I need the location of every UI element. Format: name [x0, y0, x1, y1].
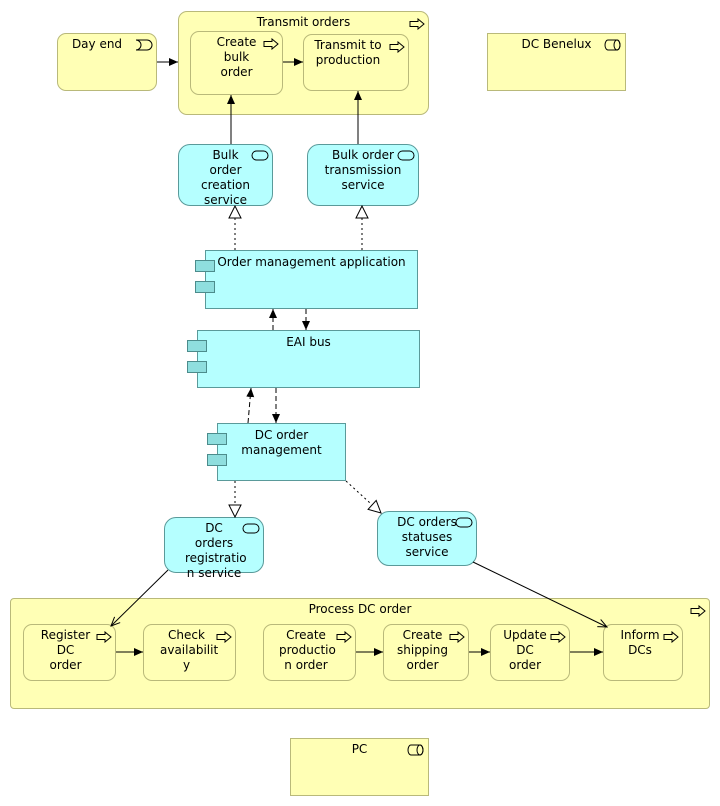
inform-dcs-process[interactable]: Inform DCs	[603, 624, 683, 681]
service-pill-icon	[242, 523, 260, 534]
process-arrow-icon	[216, 631, 232, 643]
bulk-order-transmission-service-label: Bulk order transmission service	[324, 148, 402, 192]
dc-orders-registration-service[interactable]: DC orders registratio n service	[164, 517, 264, 580]
day-end-label: Day end	[71, 37, 123, 51]
create-bulk-order-label: Create bulk order	[216, 35, 257, 79]
order-management-application-component[interactable]: Order management application	[205, 250, 418, 309]
role-cylinder-icon	[407, 744, 424, 756]
dc-order-management-label: DC order management	[241, 428, 322, 457]
transmit-orders-label: Transmit orders	[256, 15, 351, 29]
flow-dc-management-to-eai	[246, 387, 255, 424]
day-end-event[interactable]: Day end	[57, 33, 157, 91]
component-icon	[207, 454, 227, 466]
create-bulk-order-process[interactable]: Create bulk order	[190, 31, 283, 95]
process-arrow-icon	[96, 631, 112, 643]
update-dc-order-process[interactable]: Update DC order	[490, 624, 570, 681]
bulk-order-creation-service[interactable]: Bulk order creation service	[178, 144, 273, 206]
process-dc-order-label: Process DC order	[308, 602, 412, 616]
process-arrow-icon	[409, 18, 425, 30]
process-arrow-icon	[336, 631, 352, 643]
service-pill-icon	[455, 517, 473, 528]
bulk-order-transmission-service[interactable]: Bulk order transmission service	[307, 144, 419, 206]
process-arrow-icon	[550, 631, 566, 643]
process-arrow-icon	[449, 631, 465, 643]
check-availability-process[interactable]: Check availabilit y	[143, 624, 236, 681]
inform-dcs-label: Inform DCs	[620, 628, 660, 657]
dc-orders-statuses-service[interactable]: DC orders statuses service	[377, 511, 477, 566]
component-icon	[187, 340, 207, 352]
service-pill-icon	[397, 150, 415, 161]
pc-label: PC	[351, 742, 368, 756]
check-availability-label: Check availabilit y	[160, 628, 219, 672]
order-management-application-label: Order management application	[217, 255, 406, 269]
transmit-to-production-process[interactable]: Transmit to production	[303, 34, 409, 91]
component-icon	[187, 361, 207, 373]
eai-bus-label: EAI bus	[286, 335, 331, 349]
create-shipping-order-process[interactable]: Create shipping order	[383, 624, 469, 681]
component-icon	[195, 281, 215, 293]
process-arrow-icon	[389, 41, 405, 53]
register-dc-order-process[interactable]: Register DC order	[23, 624, 116, 681]
process-arrow-icon	[263, 38, 279, 50]
eai-bus-component[interactable]: EAI bus	[197, 330, 420, 388]
dc-benelux-actor[interactable]: DC Benelux	[487, 33, 626, 91]
process-arrow-icon	[663, 631, 679, 643]
dc-orders-registration-service-label: DC orders registratio n service	[185, 521, 247, 580]
update-dc-order-label: Update DC order	[503, 628, 547, 672]
create-production-order-label: Create productio n order	[279, 628, 336, 672]
dc-orders-statuses-service-label: DC orders statuses service	[397, 515, 457, 559]
process-arrow-icon	[690, 605, 706, 617]
transmit-to-production-label: Transmit to production	[314, 38, 382, 67]
role-cylinder-icon	[604, 39, 621, 51]
service-pill-icon	[251, 150, 269, 161]
component-icon	[207, 433, 227, 445]
dc-benelux-label: DC Benelux	[521, 37, 592, 51]
event-icon	[135, 39, 153, 51]
pc-actor[interactable]: PC	[290, 738, 429, 796]
bulk-order-creation-service-label: Bulk order creation service	[201, 148, 250, 206]
create-production-order-process[interactable]: Create productio n order	[263, 624, 356, 681]
register-dc-order-label: Register DC order	[40, 628, 91, 672]
realization-dc-statuses-service	[345, 480, 382, 514]
create-shipping-order-label: Create shipping order	[397, 628, 448, 672]
component-icon	[195, 260, 215, 272]
dc-order-management-component[interactable]: DC order management	[217, 423, 346, 481]
